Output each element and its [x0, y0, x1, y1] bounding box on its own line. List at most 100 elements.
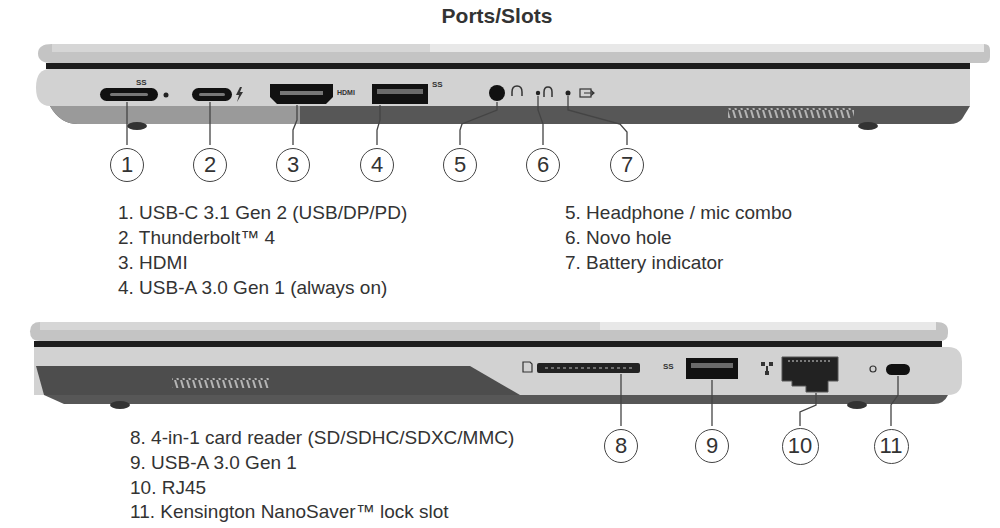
- leader-line: [209, 102, 210, 145]
- thunderbolt-symbol: [236, 87, 243, 102]
- port-marking: SS: [432, 81, 443, 89]
- port-description: 2. Thunderbolt™ 4: [118, 227, 275, 250]
- charge-led: [164, 93, 169, 98]
- leader-line: [800, 393, 816, 426]
- lid: [30, 322, 948, 341]
- speaker-grille: [728, 108, 854, 118]
- network-icon-box: [769, 362, 773, 366]
- callout-number: 1: [121, 154, 133, 176]
- network-icon-box: [761, 362, 765, 366]
- foot: [858, 122, 878, 130]
- callout-number: 7: [621, 154, 633, 176]
- usb-c-tongue: [110, 93, 148, 96]
- callout-circle: 1: [110, 148, 144, 182]
- lid-highlight: [430, 44, 984, 52]
- leader-line: [568, 96, 627, 145]
- audio-jack: [489, 85, 505, 101]
- port-description: 1. USB-C 3.1 Gen 2 (USB/DP/PD): [118, 202, 407, 225]
- callout-circle: 6: [526, 148, 560, 182]
- port-marking: SS: [136, 79, 147, 87]
- base-underside: [44, 395, 948, 404]
- callout-number: 8: [615, 435, 627, 457]
- leader-lines: [127, 96, 627, 145]
- leader-line: [293, 105, 297, 145]
- rj45-pins: [788, 360, 832, 362]
- novo-icon: [544, 87, 552, 97]
- leader-lines: [621, 374, 898, 426]
- hdmi-pins: [280, 91, 323, 95]
- callout-number: 6: [537, 154, 549, 176]
- base-underside: [36, 366, 520, 395]
- callout-circle: 4: [360, 148, 394, 182]
- network-icon-line: [766, 366, 768, 371]
- card-icon: [523, 362, 532, 372]
- port-description: 9. USB-A 3.0 Gen 1: [130, 452, 297, 475]
- callout-circle: 11: [874, 429, 909, 464]
- usb-c-port: [100, 88, 158, 101]
- rj45-port: [782, 357, 838, 392]
- thunderbolt-tongue: [199, 93, 225, 96]
- page-title: Ports/Slots: [0, 3, 994, 28]
- battery-icon: [584, 91, 594, 96]
- port-description: 7. Battery indicator: [565, 252, 723, 275]
- leader-line: [126, 102, 127, 145]
- lid-highlight: [600, 322, 936, 330]
- port-description: 8. 4-in-1 card reader (SD/SDHC/SDXC/MMC): [130, 427, 514, 450]
- lock-icon: [870, 366, 876, 372]
- foot: [127, 122, 147, 130]
- usb-a-port: [686, 358, 738, 379]
- callout-circle: 9: [695, 429, 729, 463]
- callout-circle: 5: [443, 148, 477, 182]
- headset-icon: [512, 86, 522, 96]
- leader-line: [377, 105, 380, 145]
- callout-circle: 3: [276, 148, 310, 182]
- lid: [38, 44, 990, 63]
- port-description: 6. Novo hole: [565, 227, 672, 250]
- port-marking: HDMI: [337, 89, 355, 96]
- base-underside: [50, 106, 300, 124]
- thunderbolt-port: [192, 88, 232, 101]
- leader-line: [538, 96, 543, 145]
- port-description: 5. Headphone / mic combo: [565, 202, 792, 225]
- network-icon-box: [765, 371, 769, 375]
- laptop-right-side: [30, 322, 962, 409]
- foot: [847, 401, 867, 409]
- lid-highlight: [52, 44, 430, 52]
- callout-circle: 7: [610, 148, 644, 182]
- base: [36, 69, 970, 106]
- leader-line: [711, 380, 712, 426]
- callout-number: 4: [371, 154, 383, 176]
- base-underside: [50, 106, 970, 124]
- laptop-left-side: [36, 44, 990, 130]
- port-description: 4. USB-A 3.0 Gen 1 (always on): [118, 277, 387, 300]
- callout-circle: 2: [193, 148, 227, 182]
- card-slot-detail: [545, 367, 632, 369]
- port-description: 10. RJ45: [130, 477, 206, 500]
- port-description: 11. Kensington NanoSaver™ lock slot: [130, 501, 449, 524]
- callout-circle: 8: [604, 429, 638, 463]
- bezel: [34, 341, 942, 347]
- callout-number: 9: [706, 435, 718, 457]
- battery-led: [566, 91, 571, 96]
- leader-line: [891, 376, 898, 426]
- leader-line: [620, 374, 621, 426]
- callout-number: 5: [454, 154, 466, 176]
- base: [34, 347, 962, 395]
- usb-a-tongue: [691, 363, 733, 368]
- network-icon: [761, 362, 773, 375]
- foot: [110, 401, 130, 409]
- hdmi-port: [270, 84, 333, 104]
- callout-number: 10: [788, 435, 812, 457]
- callout-number: 11: [880, 435, 903, 457]
- novo-hole: [536, 91, 540, 95]
- lid-highlight: [40, 322, 600, 330]
- bezel: [46, 63, 970, 69]
- kensington-slot: [886, 364, 910, 375]
- usb-a-tongue: [377, 89, 423, 94]
- callout-number: 2: [204, 154, 216, 176]
- speaker-grille: [172, 378, 270, 388]
- leader-line: [460, 102, 497, 145]
- usb-a-port: [372, 84, 428, 104]
- port-description: 3. HDMI: [118, 252, 188, 275]
